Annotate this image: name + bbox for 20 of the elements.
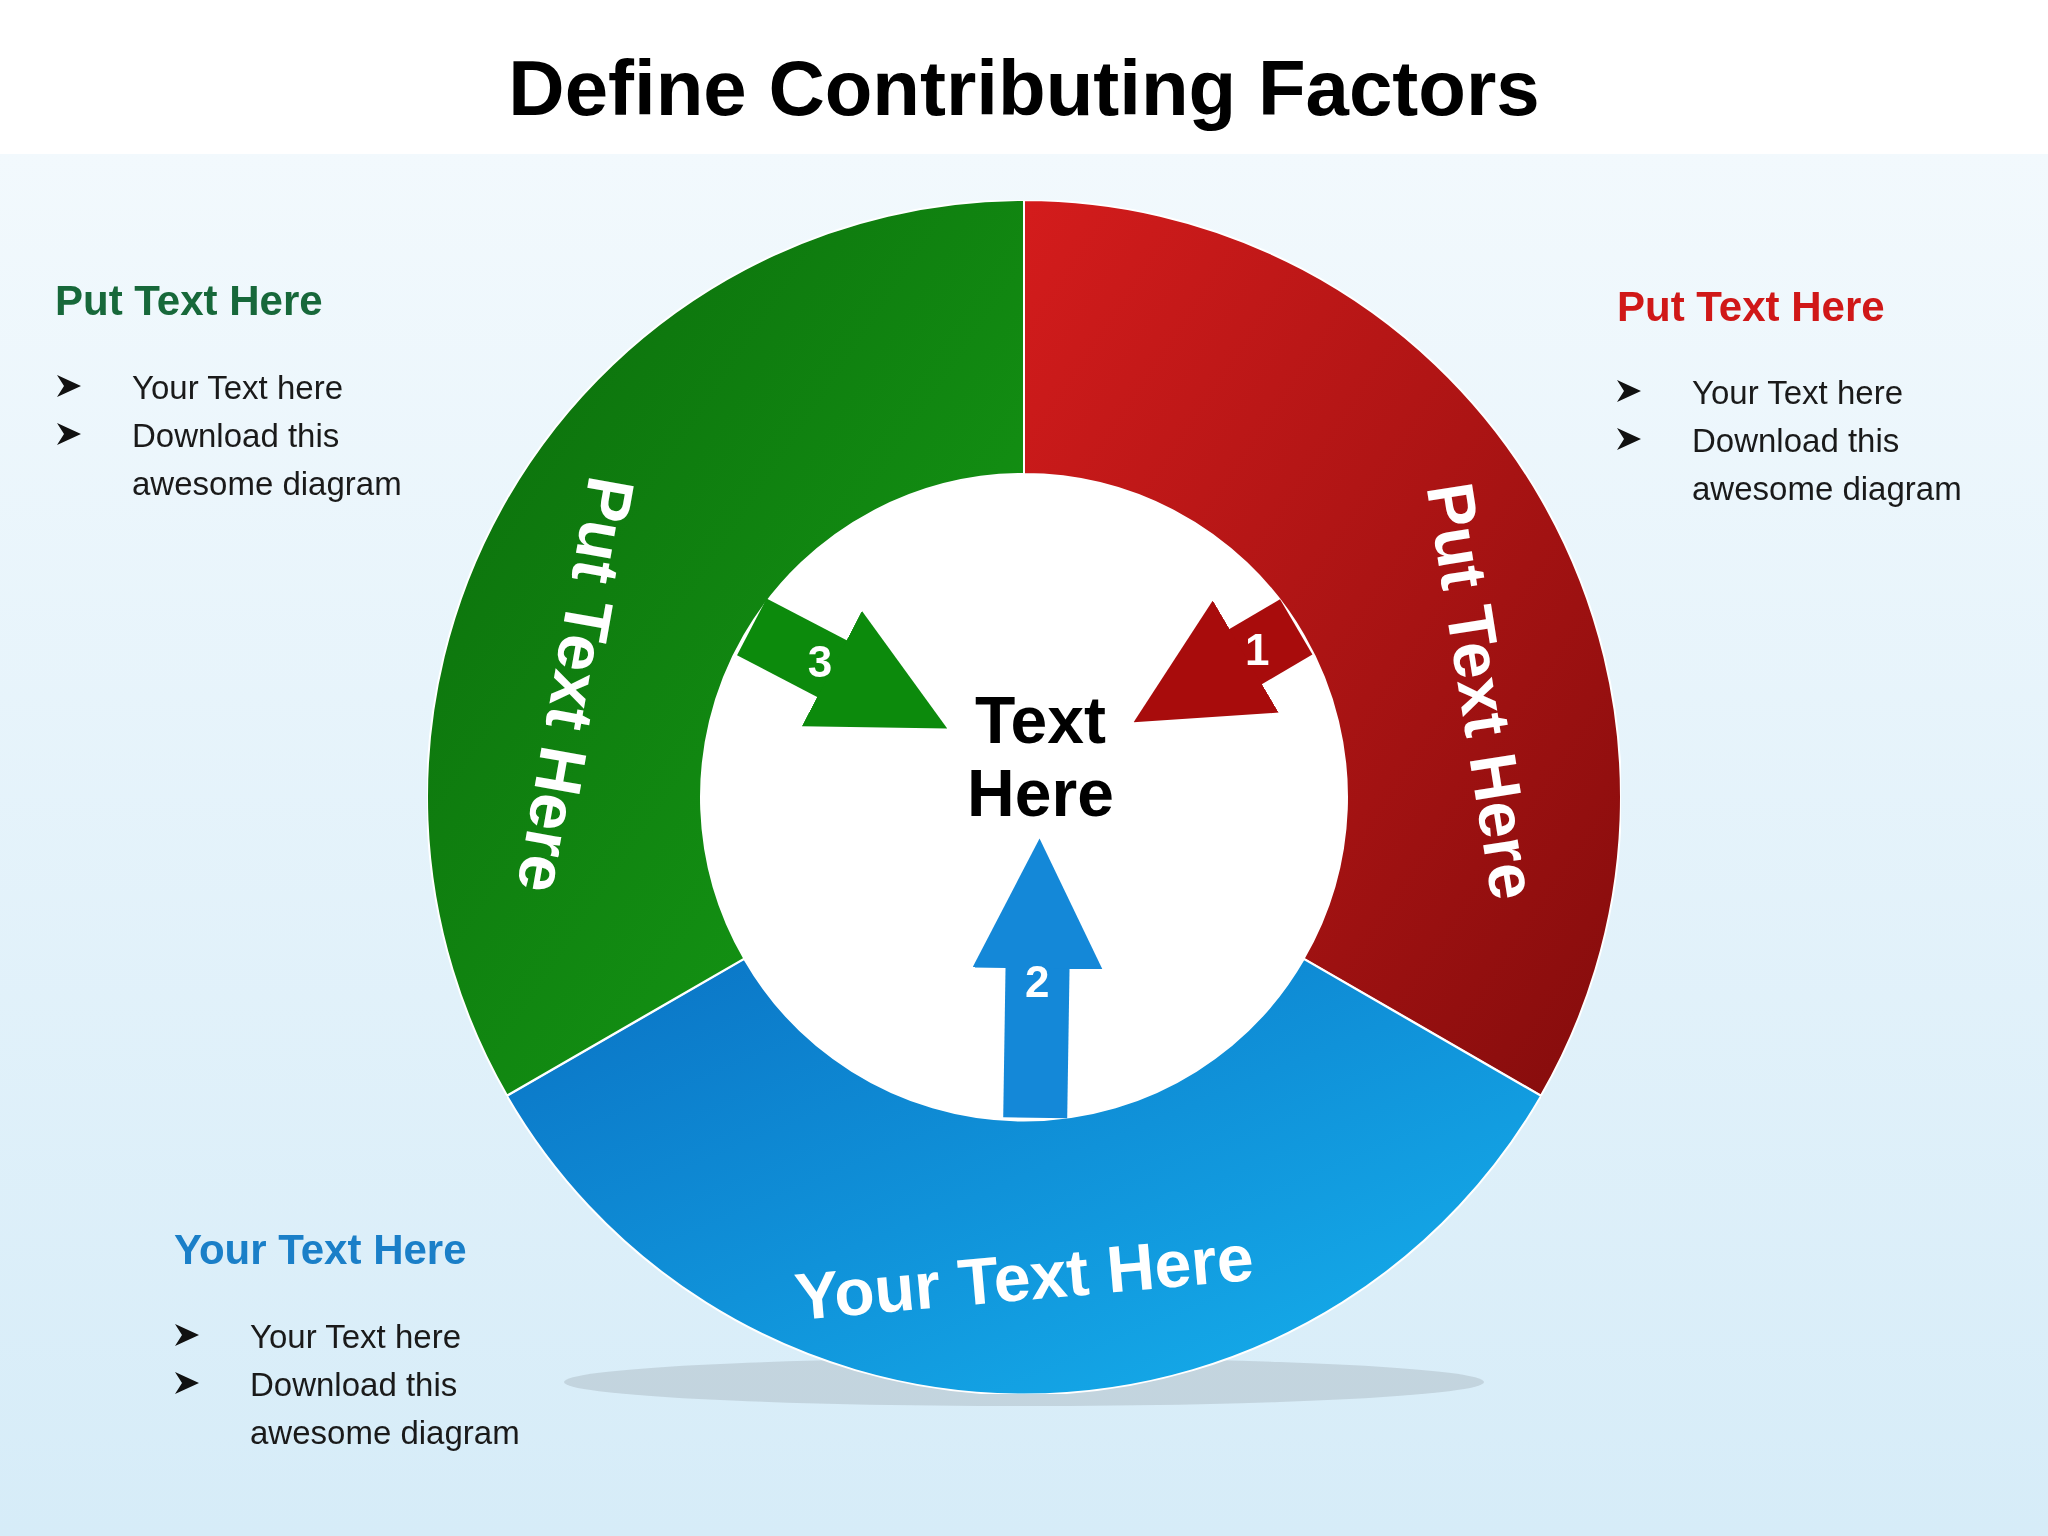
bullet-text: Your Text here	[250, 1317, 462, 1357]
title: Define Contributing Factors	[507, 43, 1541, 134]
edge-label: 1	[1245, 627, 1270, 672]
bullet-text: Your Text here	[1692, 373, 1904, 413]
edge-label: 2	[1025, 959, 1050, 1004]
bullet-text: Download this awesome diagram	[250, 1365, 521, 1453]
section-heading: Put Text Here	[55, 280, 323, 322]
segment-label: Put Text Here	[506, 472, 645, 899]
bullet-text: Download this awesome diagram	[132, 416, 403, 504]
arrow	[1133, 599, 1313, 723]
bullet-text: Your Text here	[132, 368, 344, 408]
center-label: Text Here	[953, 682, 1128, 832]
arrow	[972, 838, 1103, 1119]
section-heading: Your Text Here	[174, 1229, 467, 1271]
section-heading: Put Text Here	[1617, 286, 1885, 328]
bullet-text: Download this awesome diagram	[1692, 421, 1963, 509]
edge-label: 3	[807, 640, 833, 685]
arrow	[737, 598, 948, 729]
segment-label: Put Text Here	[1416, 478, 1548, 905]
segment-label: Your Text Here	[792, 1224, 1256, 1330]
